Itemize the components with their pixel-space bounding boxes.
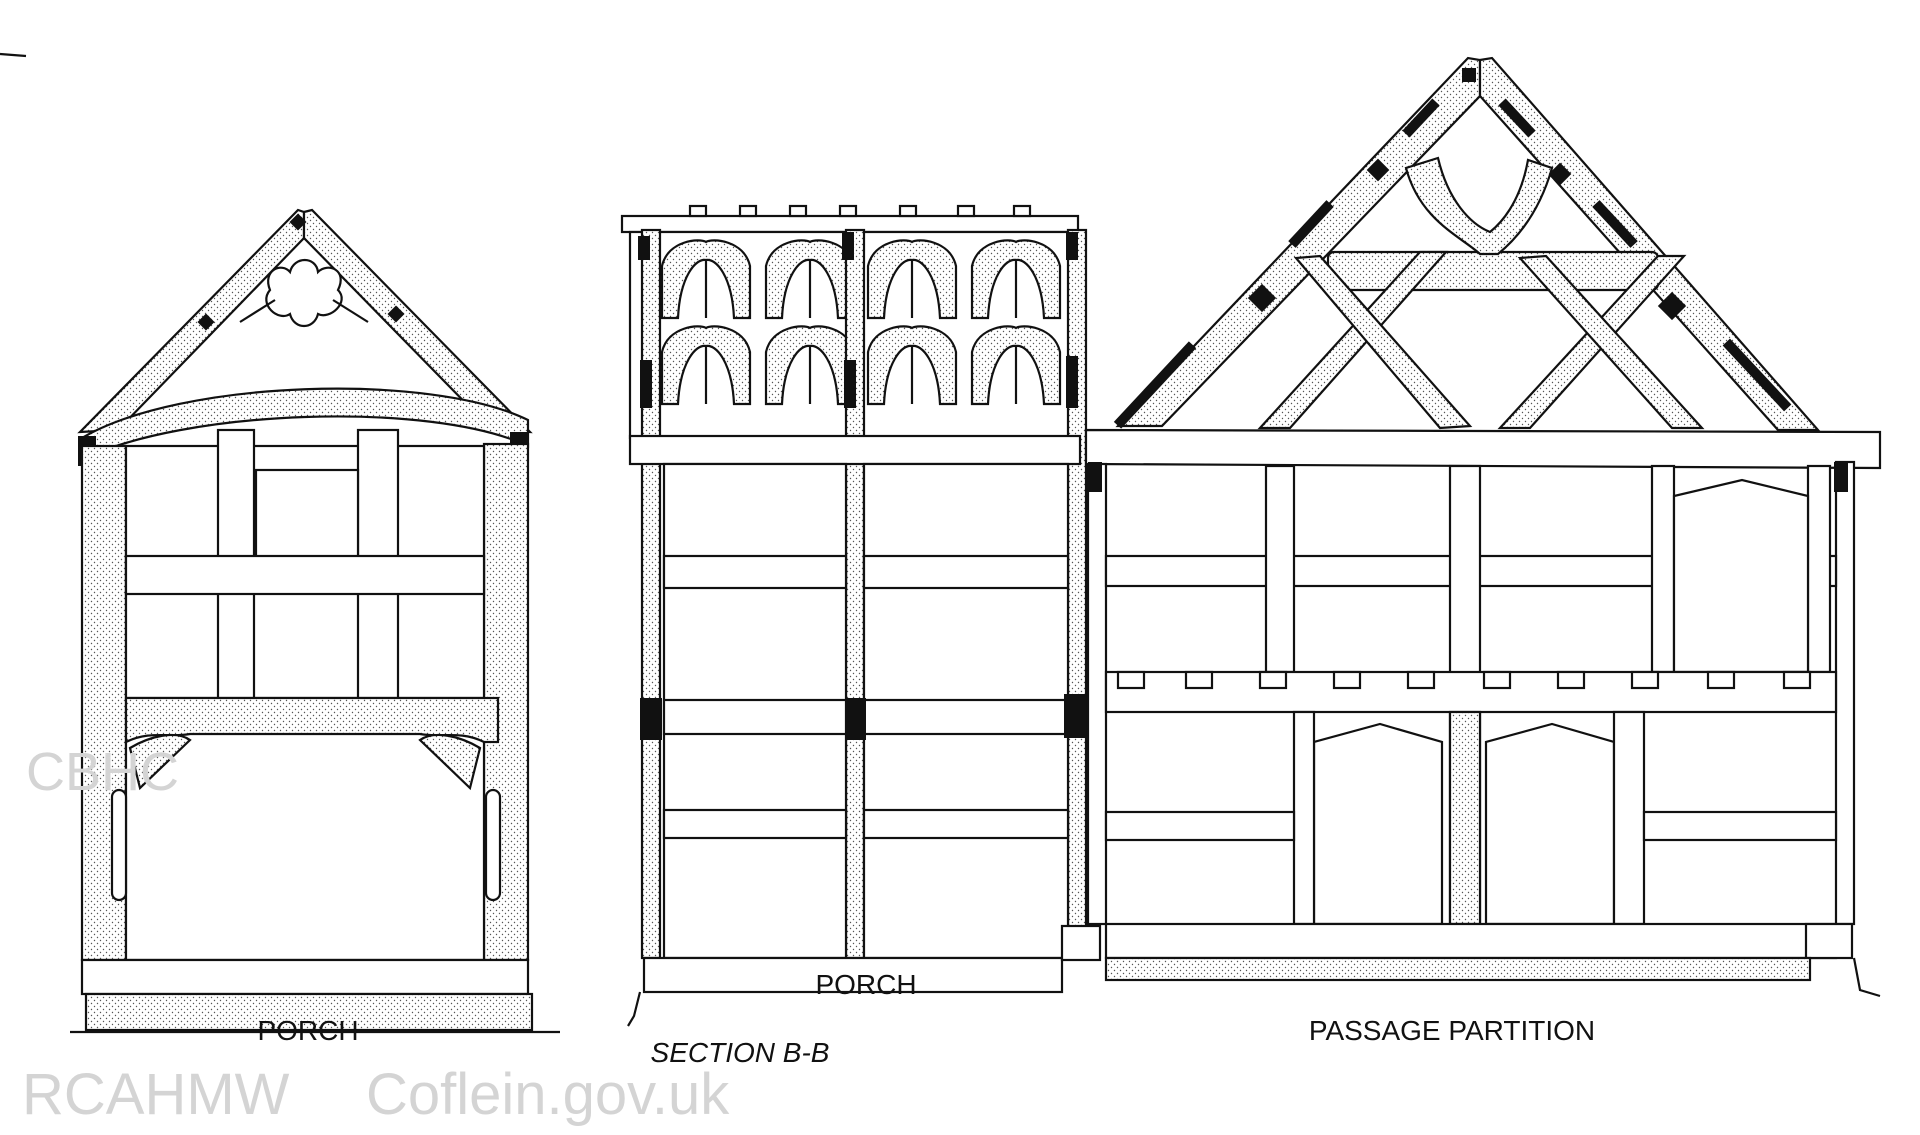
cusped-arch <box>866 239 958 320</box>
stone-plinth <box>84 992 534 1032</box>
sill-beam <box>642 956 1064 994</box>
corner-mark <box>0 52 27 58</box>
tie-beam <box>1084 428 1882 470</box>
cusped-arch <box>866 325 958 406</box>
cusped-arch <box>970 325 1062 406</box>
doorway <box>1484 722 1616 926</box>
upper-doorway <box>1672 478 1810 674</box>
post <box>1066 228 1088 960</box>
truss-right-principal <box>1478 56 1821 432</box>
label-section: SECTION B-B <box>651 1037 830 1068</box>
cusped-arch <box>660 239 752 320</box>
apex-quatrefoil <box>265 258 343 328</box>
cusped-arch <box>970 239 1062 320</box>
cusped-arch <box>660 325 752 406</box>
watermark-site: Coflein.gov.uk <box>366 1062 730 1127</box>
stone-plinth <box>1104 956 1812 982</box>
label-porch-center: PORCH <box>815 969 916 1000</box>
porch-gable-elevation <box>70 208 560 1034</box>
porch-opening <box>124 732 486 962</box>
label-porch-left: PORCH <box>257 1015 358 1046</box>
post <box>844 228 866 960</box>
sill-beam <box>80 958 530 996</box>
passage-partition-frame <box>1084 56 1882 998</box>
cusped-arch-panels <box>660 239 1062 406</box>
doorway <box>1312 722 1444 926</box>
post <box>640 228 662 960</box>
watermark-mark: CBHC <box>26 742 179 802</box>
watermark-primary: RCAHMW <box>22 1062 290 1127</box>
mid-rail <box>124 554 486 596</box>
label-passage-partition: PASSAGE PARTITION <box>1309 1015 1595 1046</box>
collar-beam <box>1326 250 1660 292</box>
collar-brace <box>1404 156 1554 256</box>
coflein-watermark: CBHC RCAHMW Coflein.gov.uk <box>22 742 730 1127</box>
sill-beam <box>1104 922 1838 960</box>
section-porch-side <box>620 204 1102 1027</box>
